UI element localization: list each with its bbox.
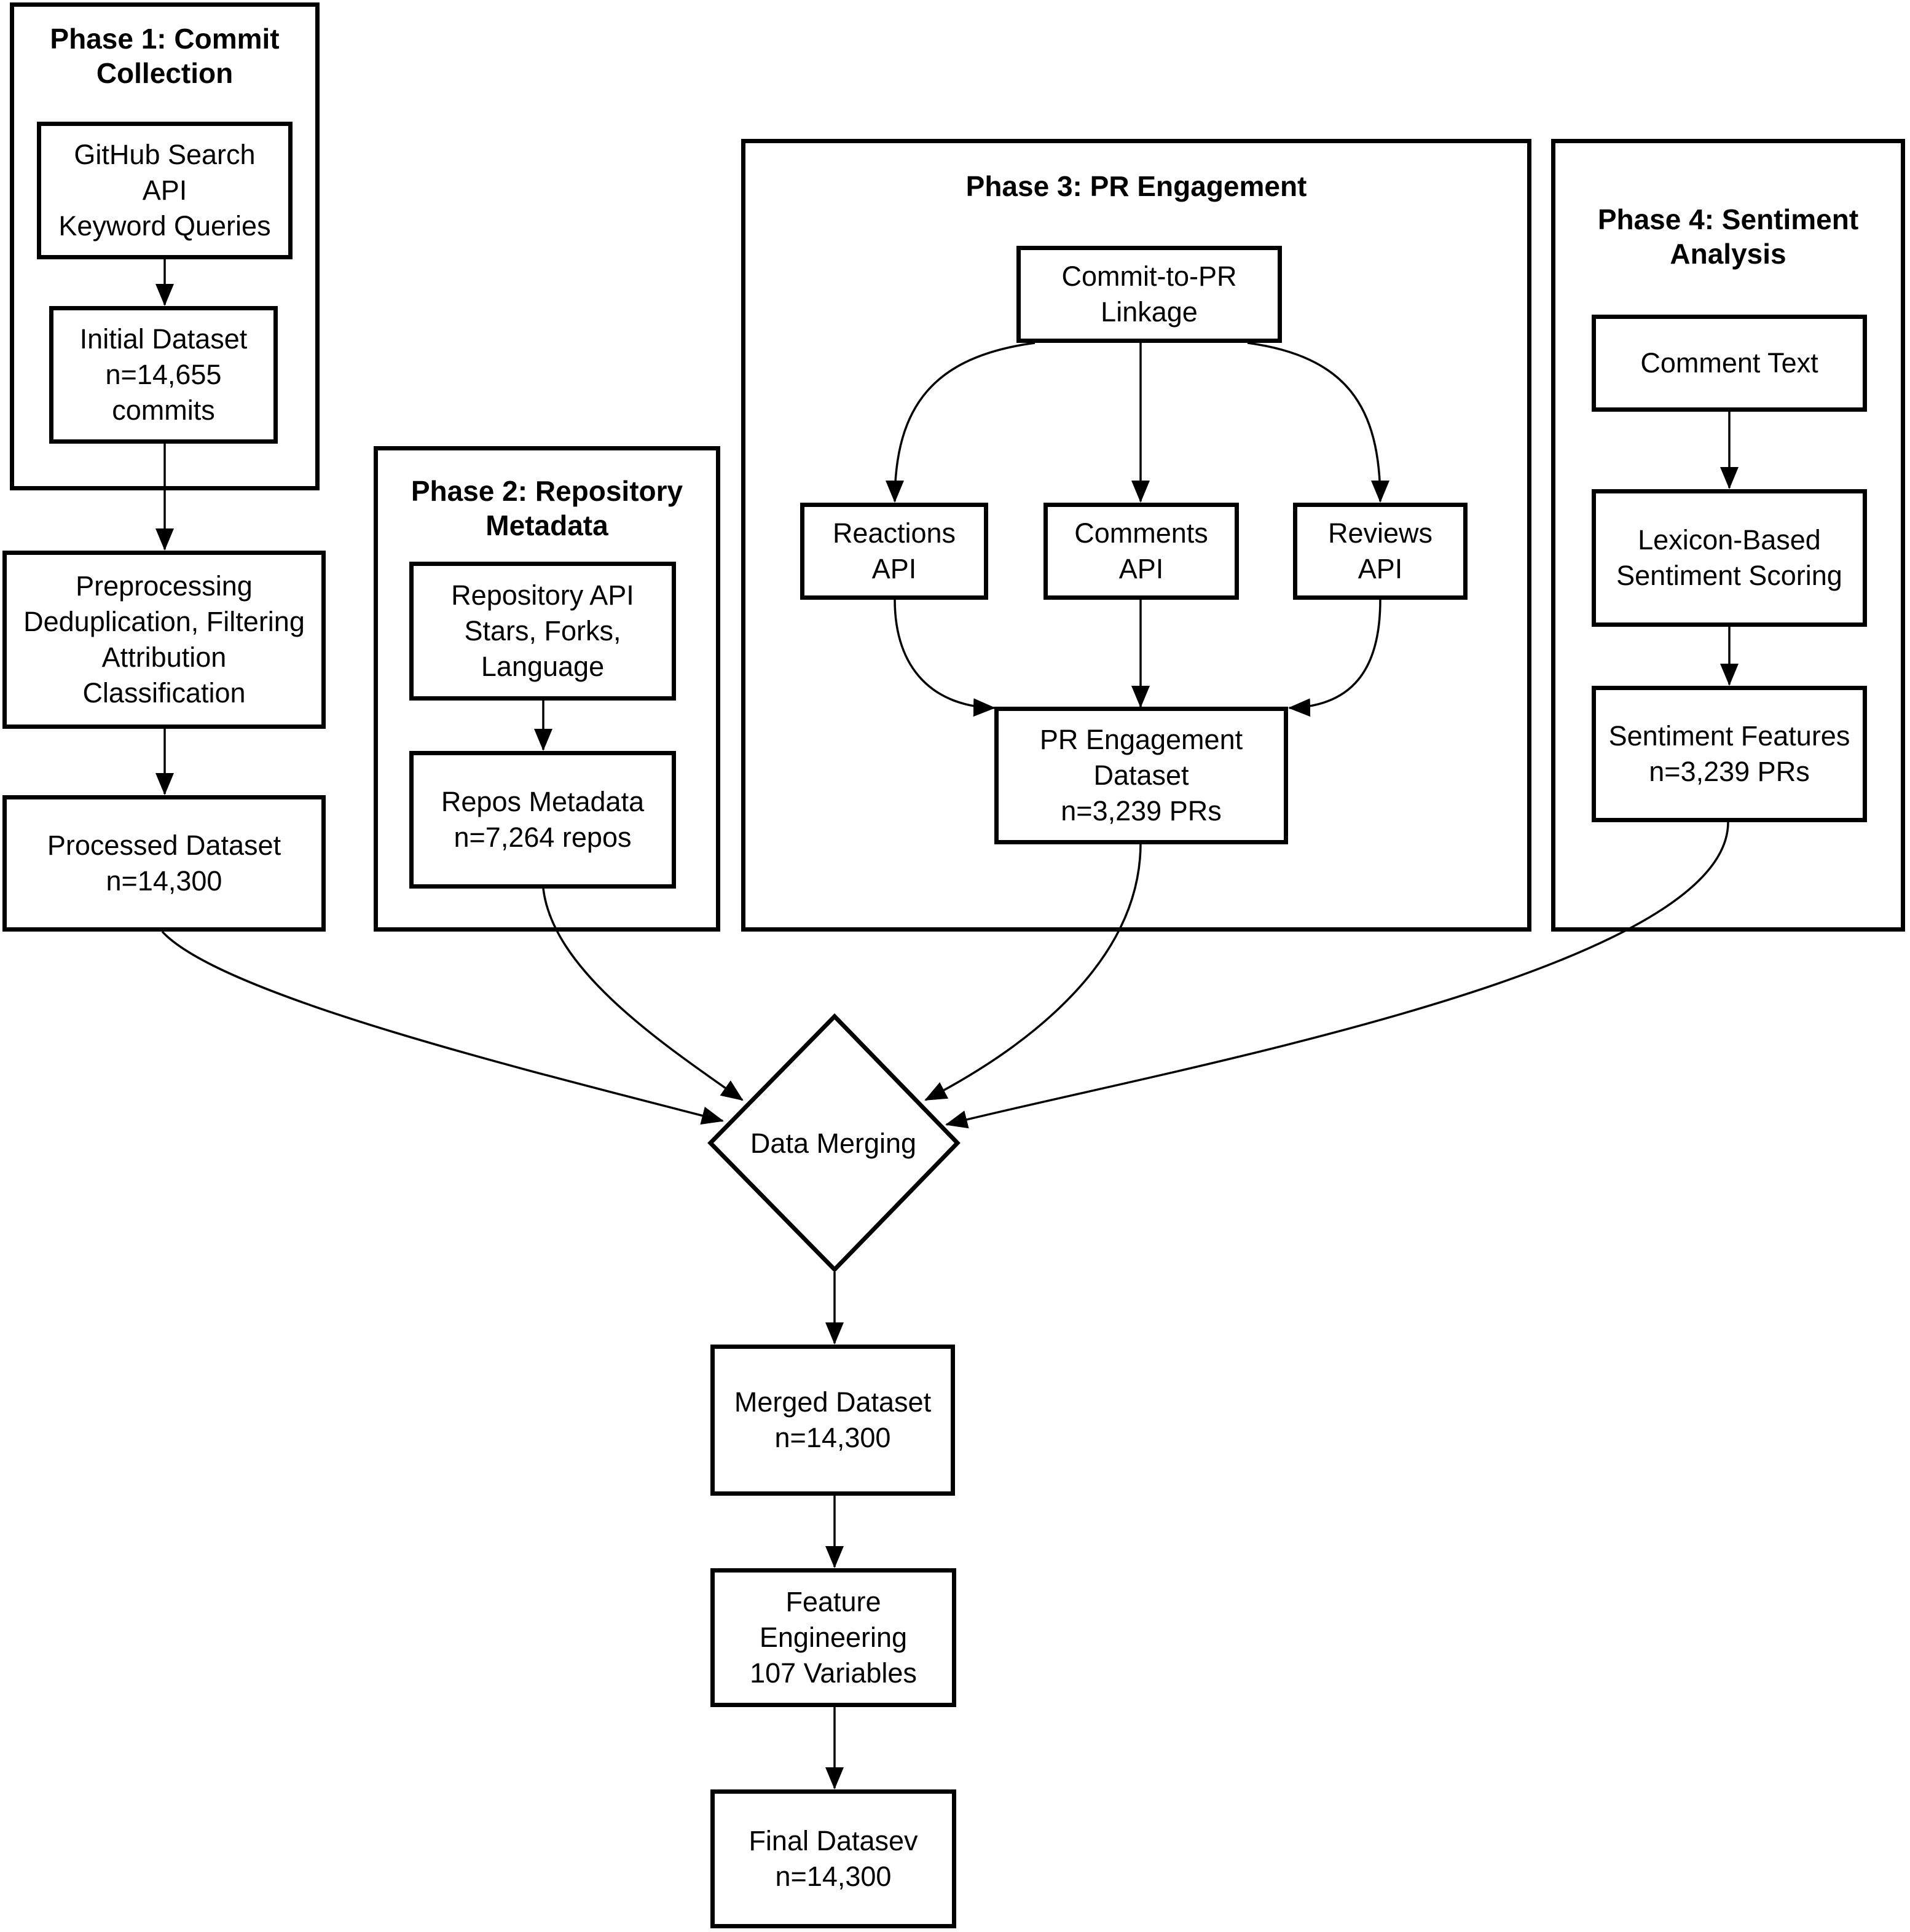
comment-text-label: Comment Text [1640,347,1818,379]
repos-metadata-label: Repos Metadata n=7,264 repos [441,786,645,853]
processed-dataset-label: Processed Dataset n=14,300 [47,830,281,897]
data-merging-label: Data Merging [750,1128,917,1159]
phase-2-title: Phase 2: Repository Metadata [411,475,683,541]
final-dataset-label: Final Datasev n=14,300 [749,1825,918,1892]
reviews-api-node: Reviews API [1293,503,1468,600]
edge-reviews-to-prdataset [1288,599,1381,717]
edge-prdataset-to-merge [924,842,1142,1101]
edge-reactions-to-prdataset [894,599,996,717]
preprocessing-label: Preprocessing Deduplication, Filtering A… [23,570,305,709]
initial-dataset-node: Initial Dataset n=14,655 commits [49,306,278,444]
feature-engineering-label: Feature Engineering 107 Variables [750,1586,917,1689]
commit-to-pr-linkage-node: Commit-to-PR Linkage [1016,246,1282,343]
pr-engagement-dataset-node: PR Engagement Dataset n=3,239 PRs [994,707,1288,844]
edge-sentiment-to-merge [945,822,1729,1129]
edge-reposmeta-to-merge [542,888,744,1101]
phase-3-title: Phase 3: PR Engagement [965,170,1307,202]
reviews-api-label: Reviews API [1327,517,1433,584]
lexicon-sentiment-scoring-label: Lexicon-Based Sentiment Scoring [1616,524,1842,591]
phase-2-repository-metadata: Phase 2: Repository Metadata [374,446,720,932]
preprocessing-node: Preprocessing Deduplication, Filtering A… [2,551,326,729]
merged-dataset-node: Merged Dataset n=14,300 [710,1345,955,1496]
comment-text-node: Comment Text [1592,315,1867,412]
comments-api-label: Comments API [1074,517,1208,584]
data-merging-diamond [707,1013,961,1273]
edge-linkage-to-reviews [1247,342,1389,503]
edge-linkage-to-reactions [886,342,1036,503]
phase-3-pr-engagement: Phase 3: PR Engagement [741,139,1531,932]
phase-4-sentiment-analysis: Phase 4: Sentiment Analysis [1551,139,1905,932]
repository-api-node: Repository API Stars, Forks, Language [409,562,676,701]
merged-dataset-label: Merged Dataset n=14,300 [734,1386,932,1453]
reactions-api-node: Reactions API [800,503,988,600]
processed-dataset-node: Processed Dataset n=14,300 [2,795,326,932]
phase-4-title: Phase 4: Sentiment Analysis [1597,203,1859,270]
feature-engineering-node: Feature Engineering 107 Variables [710,1568,956,1707]
repos-metadata-node: Repos Metadata n=7,264 repos [409,751,676,889]
phase-1-title: Phase 1: Commit Collection [50,23,280,89]
comments-api-node: Comments API [1043,503,1239,600]
final-dataset-node: Final Datasev n=14,300 [710,1789,956,1928]
lexicon-sentiment-scoring-node: Lexicon-Based Sentiment Scoring [1592,489,1867,627]
initial-dataset-label: Initial Dataset n=14,655 commits [79,323,248,426]
sentiment-features-node: Sentiment Features n=3,239 PRs [1592,686,1867,822]
commit-to-pr-linkage-label: Commit-to-PR Linkage [1061,261,1237,328]
github-search-api-node: GitHub Search API Keyword Queries [37,122,293,259]
pr-engagement-dataset-label: PR Engagement Dataset n=3,239 PRs [1039,724,1243,827]
sentiment-features-label: Sentiment Features n=3,239 PRs [1608,720,1850,787]
repository-api-label: Repository API Stars, Forks, Language [451,579,634,682]
reactions-api-label: Reactions API [832,517,956,584]
github-search-api-label: GitHub Search API Keyword Queries [58,139,271,242]
edge-processed-to-merge [161,930,724,1125]
